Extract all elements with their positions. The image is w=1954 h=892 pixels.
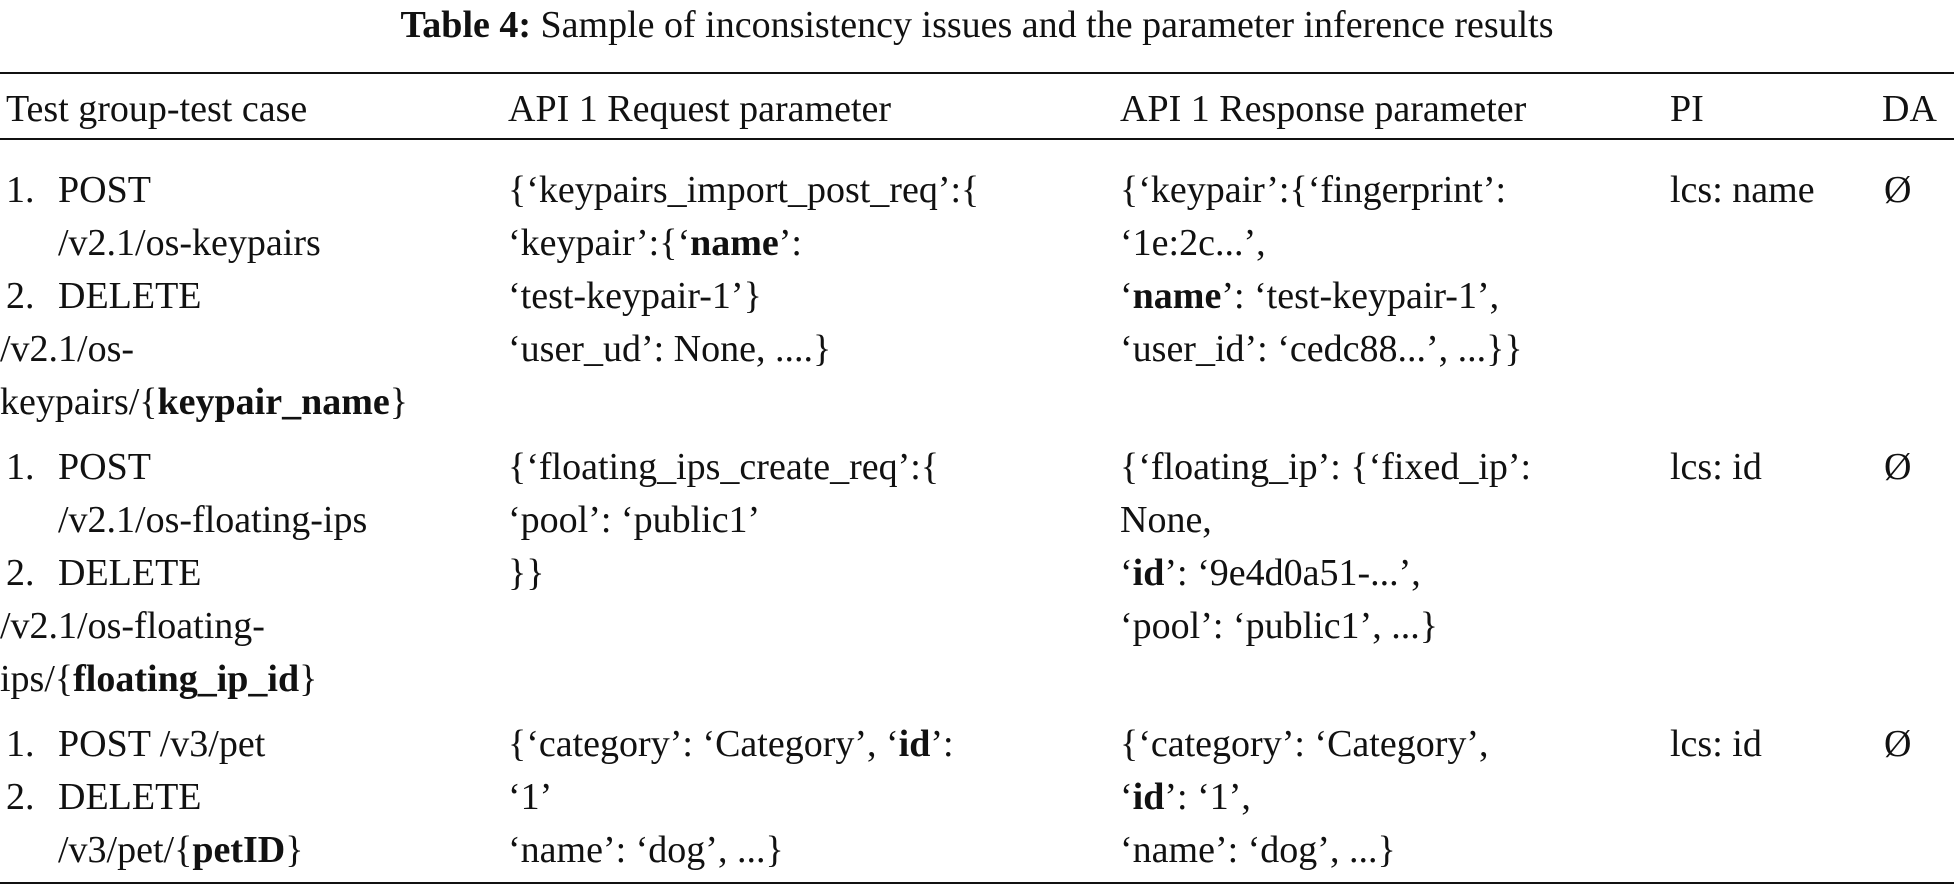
row3-response-line2-post: ’: ‘1’, <box>1164 776 1251 818</box>
row1-response-line1: {‘keypair’:{‘fingerprint’: <box>1120 169 1507 211</box>
table-caption-label: Table 4: <box>400 4 532 46</box>
row3-response-line3: ‘name’: ‘dog’, ...} <box>1120 829 1396 871</box>
row1-request-line4: ‘user_ud’: None, ....} <box>508 328 832 370</box>
row2-request-line1: {‘floating_ips_create_req’:{ <box>508 446 940 488</box>
row1-response-line2: ‘1e:2c...’, <box>1120 222 1266 264</box>
row1-step2-path-cont: keypairs/{ <box>0 381 158 423</box>
row1-response-line3-pre: ‘ <box>1120 275 1133 317</box>
row2-step2-path-cont: ips/{ <box>0 658 74 700</box>
row2-response: {‘floating_ip’: {‘fixed_ip’: None, ‘id’:… <box>1120 441 1531 653</box>
row3-response-line1: {‘category’: ‘Category’, <box>1120 723 1489 765</box>
row2-request-line3: }} <box>508 552 545 594</box>
table-caption: Table 4: Sample of inconsistency issues … <box>0 2 1954 48</box>
row3-step2-path: /v3/pet/{ <box>58 829 193 871</box>
row2-step2-path: /v2.1/os-floating- <box>0 605 265 647</box>
header-test-case: Test group-test case <box>6 88 308 130</box>
row2-response-line3-pre: ‘ <box>1120 552 1133 594</box>
row3-step2-method: DELETE <box>58 776 202 818</box>
row2-step1-num: 1. <box>6 446 35 488</box>
row1-step2-method: DELETE <box>58 275 202 317</box>
row1-response: {‘keypair’:{‘fingerprint’: ‘1e:2c...’, ‘… <box>1120 164 1523 376</box>
row1-response-line3-post: ’: ‘test-keypair-1’, <box>1221 275 1500 317</box>
row3-request-line3: ‘name’: ‘dog’, ...} <box>508 829 784 871</box>
row1-pi: lcs: name <box>1670 169 1815 211</box>
row1-request: {‘keypairs_import_post_req’:{ ‘keypair’:… <box>508 164 979 376</box>
row2-response-key: id <box>1132 552 1165 594</box>
row1-step2-path-close: } <box>389 381 408 423</box>
row2-response-line2: None, <box>1120 499 1212 541</box>
row3-da: Ø <box>1884 723 1912 765</box>
table-top-rule <box>0 72 1954 74</box>
row3-response-line2-pre: ‘ <box>1120 776 1133 818</box>
row2-test-case: 1. POST /v2.1/os-floating-ips 2. DELETE /v… <box>0 441 367 706</box>
row1-request-line1: {‘keypairs_import_post_req’:{ <box>508 169 980 211</box>
row3-response: {‘category’: ‘Category’, ‘id’: ‘1’, ‘nam… <box>1120 718 1489 877</box>
header-pi: PI <box>1670 88 1704 130</box>
table-header-rule <box>0 138 1954 140</box>
row2-response-line1: {‘floating_ip’: {‘fixed_ip’: <box>1120 446 1532 488</box>
row1-step2-param: keypair_name <box>157 381 390 423</box>
row3-step1-method: POST /v3/pet <box>58 723 266 765</box>
row2-pi: lcs: id <box>1670 446 1762 488</box>
header-da: DA <box>1882 88 1937 130</box>
row2-response-line3-post: ’: ‘9e4d0a51-...’, <box>1164 552 1421 594</box>
row3-request-line1-post: ’: <box>930 723 954 765</box>
row3-pi: lcs: id <box>1670 723 1762 765</box>
row2-request: {‘floating_ips_create_req’:{ ‘pool’: ‘pu… <box>508 441 939 600</box>
row1-request-line2-pre: ‘keypair’:{‘ <box>508 222 691 264</box>
row3-request-line1-pre: {‘category’: ‘Category’, ‘ <box>508 723 899 765</box>
row1-response-line4: ‘user_id’: ‘cedc88...’, ...}} <box>1120 328 1523 370</box>
row2-step1-path: /v2.1/os-floating-ips <box>58 499 368 541</box>
row2-request-line2: ‘pool’: ‘public1’ <box>508 499 761 541</box>
row1-step1-num: 1. <box>6 169 35 211</box>
row1-response-key: name <box>1132 275 1222 317</box>
row2-step2-method: DELETE <box>58 552 202 594</box>
row3-request: {‘category’: ‘Category’, ‘id’: ‘1’ ‘name… <box>508 718 954 877</box>
row3-response-key: id <box>1132 776 1165 818</box>
row3-step2-path-close: } <box>285 829 304 871</box>
row2-da: Ø <box>1884 446 1912 488</box>
row1-request-line2-post: ’: <box>778 222 802 264</box>
row3-request-line2: ‘1’ <box>508 776 553 818</box>
row3-step2-num: 2. <box>6 776 35 818</box>
row1-step2-num: 2. <box>6 275 35 317</box>
row2-step2-path-close: } <box>299 658 318 700</box>
row3-request-key: id <box>898 723 931 765</box>
row2-response-line4: ‘pool’: ‘public1’, ...} <box>1120 605 1438 647</box>
row1-request-line3: ‘test-keypair-1’} <box>508 275 762 317</box>
row3-step1-num: 1. <box>6 723 35 765</box>
table-caption-text: Sample of inconsistency issues and the p… <box>540 4 1554 46</box>
row3-step2-param: petID <box>192 829 286 871</box>
row2-step2-param: floating_ip_id <box>73 658 300 700</box>
table-bottom-rule <box>0 882 1954 884</box>
header-response-parameter: API 1 Response parameter <box>1120 88 1527 130</box>
row2-step2-num: 2. <box>6 552 35 594</box>
row1-test-case: 1. POST /v2.1/os-keypairs 2. DELETE /v2.1/… <box>0 164 408 429</box>
row1-da: Ø <box>1884 169 1912 211</box>
row1-request-key: name <box>690 222 779 264</box>
row2-step1-method: POST <box>58 446 151 488</box>
row3-test-case: 1. POST /v3/pet 2. DELETE /v3/pet/{petID} <box>0 718 303 877</box>
row1-step1-path: /v2.1/os-keypairs <box>58 222 321 264</box>
header-request-parameter: API 1 Request parameter <box>508 88 892 130</box>
row1-step2-path: /v2.1/os- <box>0 328 135 370</box>
row1-step1-method: POST <box>58 169 151 211</box>
